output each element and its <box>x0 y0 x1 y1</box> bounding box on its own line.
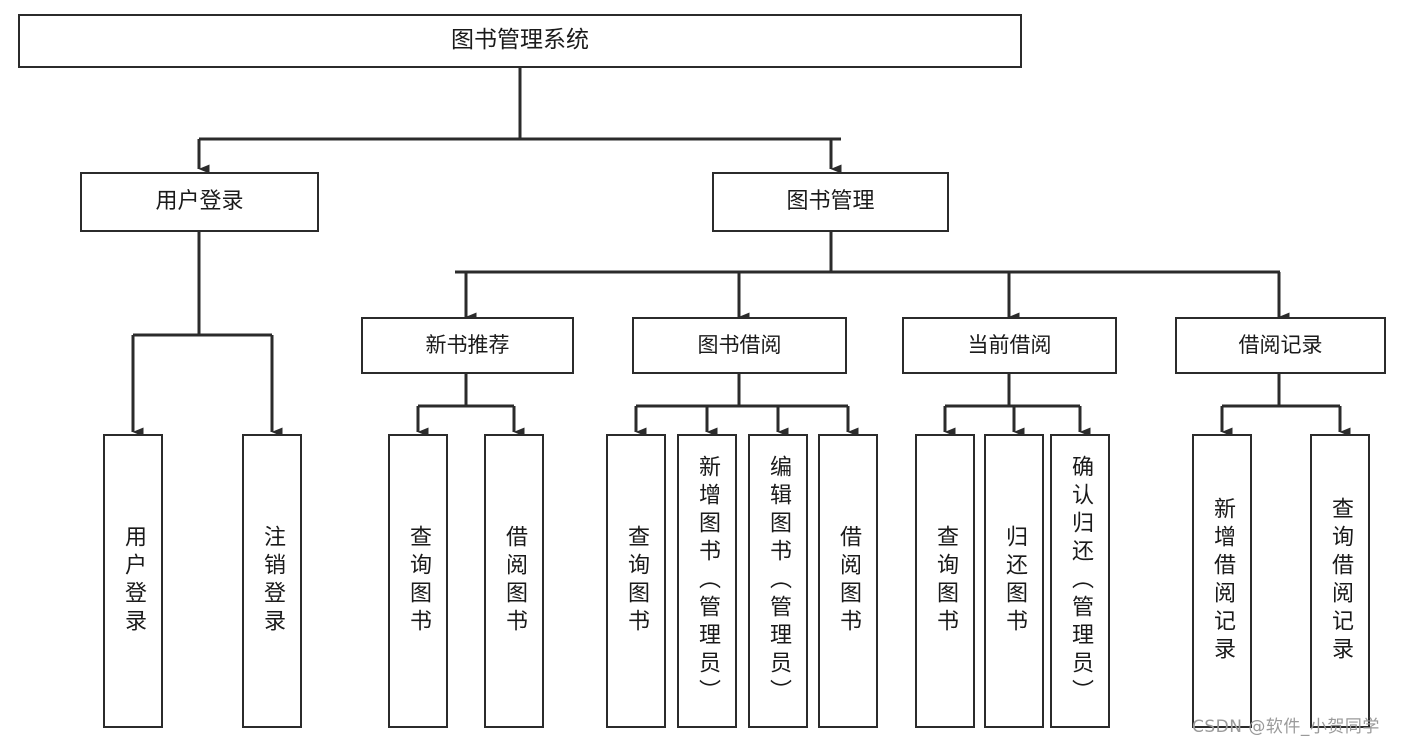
node-label: 当前借阅 <box>967 332 1052 357</box>
leaf-user-login[interactable]: 用户登录 <box>103 434 163 728</box>
leaf-records-add-record[interactable]: 新增借阅记录 <box>1192 434 1252 728</box>
node-label: 确认归还（管理员） <box>1068 455 1093 707</box>
leaf-current-return-book[interactable]: 归还图书 <box>984 434 1044 728</box>
node-borrow-records[interactable]: 借阅记录 <box>1175 317 1386 374</box>
leaf-newbook-borrow-book[interactable]: 借阅图书 <box>484 434 544 728</box>
node-label: 图书管理系统 <box>451 27 589 54</box>
node-label: 图书管理 <box>786 188 875 214</box>
node-label: 图书借阅 <box>697 332 782 357</box>
leaf-records-query-record[interactable]: 查询借阅记录 <box>1310 434 1370 728</box>
node-label: 注销登录 <box>260 525 285 637</box>
leaf-borrow-query-book[interactable]: 查询图书 <box>606 434 666 728</box>
node-label: 借阅记录 <box>1238 332 1323 357</box>
node-new-book-recommend[interactable]: 新书推荐 <box>361 317 574 374</box>
node-current-borrow[interactable]: 当前借阅 <box>902 317 1117 374</box>
node-label: 查询图书 <box>406 525 431 637</box>
node-label: 用户登录 <box>121 525 146 637</box>
leaf-newbook-query-book[interactable]: 查询图书 <box>388 434 448 728</box>
node-label: 新增图书（管理员） <box>695 455 720 707</box>
node-label: 归还图书 <box>1002 525 1027 637</box>
leaf-borrow-borrow-book[interactable]: 借阅图书 <box>818 434 878 728</box>
node-label: 查询图书 <box>624 525 649 637</box>
node-label: 用户登录 <box>155 188 244 214</box>
leaf-logout[interactable]: 注销登录 <box>242 434 302 728</box>
leaf-borrow-add-book-admin[interactable]: 新增图书（管理员） <box>677 434 737 728</box>
node-user-login[interactable]: 用户登录 <box>80 172 319 232</box>
leaf-borrow-edit-book-admin[interactable]: 编辑图书（管理员） <box>748 434 808 728</box>
leaf-current-confirm-return-admin[interactable]: 确认归还（管理员） <box>1050 434 1110 728</box>
node-book-borrow[interactable]: 图书借阅 <box>632 317 847 374</box>
node-label: 借阅图书 <box>836 525 861 637</box>
node-root-system[interactable]: 图书管理系统 <box>18 14 1022 68</box>
node-label: 新增借阅记录 <box>1210 497 1235 665</box>
node-label: 编辑图书（管理员） <box>766 455 791 707</box>
leaf-current-query-book[interactable]: 查询图书 <box>915 434 975 728</box>
node-label: 查询图书 <box>933 525 958 637</box>
node-label: 查询借阅记录 <box>1328 497 1353 665</box>
node-book-management[interactable]: 图书管理 <box>712 172 949 232</box>
node-label: 新书推荐 <box>425 332 510 357</box>
node-label: 借阅图书 <box>502 525 527 637</box>
